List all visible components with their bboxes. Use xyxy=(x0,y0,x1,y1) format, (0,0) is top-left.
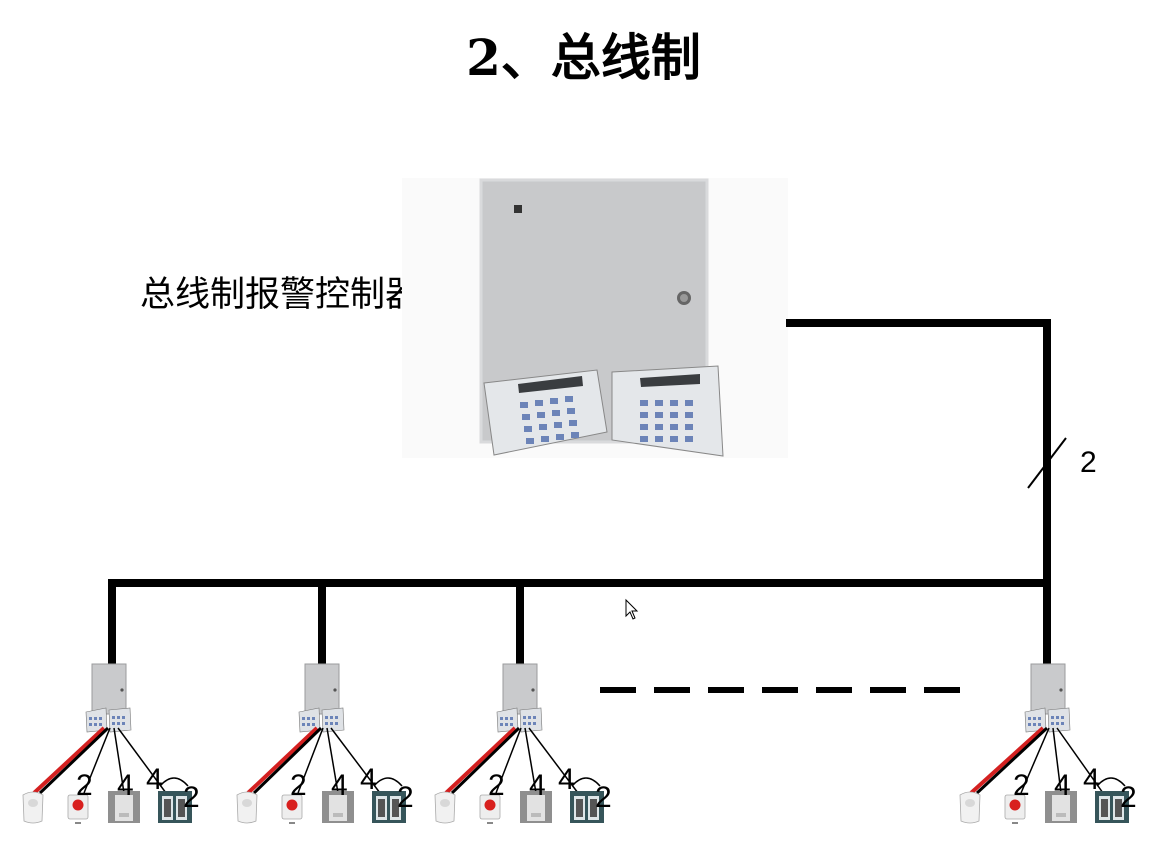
signal-wire xyxy=(326,727,339,794)
branch-wire-label: 2 xyxy=(290,769,307,802)
branch-wire-label: 4 xyxy=(1083,763,1100,796)
signal-wire xyxy=(528,727,579,794)
mouse-cursor-icon xyxy=(625,598,639,620)
branch-wire-label: 4 xyxy=(529,769,546,802)
signal-wire xyxy=(524,727,537,794)
bus-wire-count: 2 xyxy=(1080,446,1097,479)
power-wire-black xyxy=(975,726,1049,795)
branch-wire-label: 4 xyxy=(331,769,348,802)
branch-wire-label: 4 xyxy=(1054,769,1071,802)
power-wire-red xyxy=(246,726,319,795)
branch-wire-label: 2 xyxy=(488,769,505,802)
branch-wire-label: 2 xyxy=(595,781,612,814)
signal-wire xyxy=(1052,727,1062,794)
branch-wire-label: 4 xyxy=(146,763,163,796)
power-wire-red xyxy=(32,726,106,795)
branch-wire-label: 4 xyxy=(360,763,377,796)
alarm-controller-image xyxy=(402,178,788,458)
zone-controller-icon xyxy=(85,663,132,733)
signal-wire xyxy=(495,727,522,794)
bus-lines xyxy=(108,319,1051,667)
power-wire-red xyxy=(444,726,517,795)
zone-controller-icon xyxy=(1024,663,1071,733)
bus-wire-tick xyxy=(1027,437,1067,489)
power-wire-black xyxy=(450,726,521,795)
power-wire-black xyxy=(38,726,110,795)
branch-wire-label: 2 xyxy=(1120,781,1137,814)
controller-label: 总线制报警控制器 xyxy=(140,275,421,315)
zone-controller-icon xyxy=(298,663,345,733)
pir-detector-icon xyxy=(236,791,258,824)
power-wire-black xyxy=(252,726,323,795)
controller-bus-line xyxy=(786,319,1051,666)
branch-wire-label: 4 xyxy=(117,769,134,802)
loop-wire xyxy=(373,777,403,787)
loop-wire xyxy=(1096,777,1126,787)
signal-wire xyxy=(297,727,324,794)
signal-wire xyxy=(1056,727,1104,794)
pir-detector-icon xyxy=(22,791,44,824)
loop-wire xyxy=(571,777,601,787)
pir-detector-icon xyxy=(434,791,456,824)
signal-wire xyxy=(83,727,111,794)
signal-wire xyxy=(330,727,381,794)
branch-wire-label: 2 xyxy=(183,781,200,814)
signal-wire xyxy=(117,727,167,794)
loop-wire xyxy=(159,777,189,787)
branch-wire-label: 2 xyxy=(1013,769,1030,802)
signal-wire xyxy=(1020,727,1050,794)
branch-wire-label: 2 xyxy=(397,781,414,814)
power-wire-red xyxy=(969,726,1045,795)
branch-wire-label: 2 xyxy=(76,769,93,802)
page-title: 2、总线制 xyxy=(466,28,701,87)
branch-wire-label: 4 xyxy=(558,763,575,796)
zone-controller-icon xyxy=(496,663,543,733)
signal-wire xyxy=(113,727,125,794)
pir-detector-icon xyxy=(959,791,981,824)
